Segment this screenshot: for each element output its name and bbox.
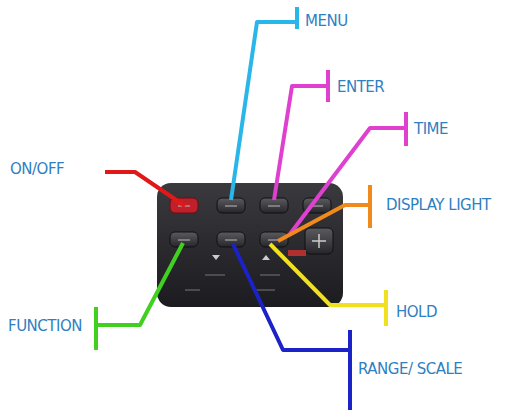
printed-marking [185, 275, 280, 290]
callout-label: ENTER [337, 78, 384, 96]
callout-label: DISPLAY LIGHT [386, 196, 491, 214]
remote-button [305, 228, 333, 254]
leader-line [274, 70, 328, 200]
callout-label: ON/OFF [10, 160, 64, 178]
plus-symbol [312, 234, 326, 248]
callout-label: RANGE/ SCALE [358, 360, 462, 378]
leader-line [231, 7, 297, 200]
leader-line [105, 172, 185, 206]
leader-line [233, 244, 350, 410]
button-marking [178, 206, 323, 240]
callout-label: MENU [305, 12, 348, 30]
callout-label: TIME [414, 120, 448, 138]
leader-line [278, 185, 370, 241]
callout-label: FUNCTION [8, 317, 82, 335]
leader-line [96, 243, 183, 350]
leader-line [270, 244, 386, 326]
leader-line [290, 112, 406, 234]
callout-label: HOLD [396, 303, 437, 321]
brand-mark [288, 250, 306, 256]
